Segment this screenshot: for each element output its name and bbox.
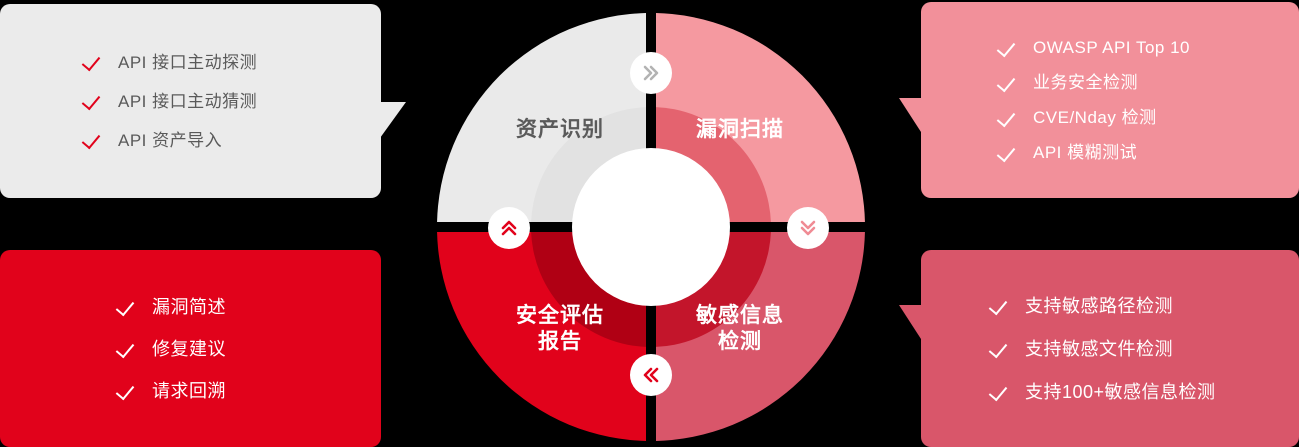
list-item-label: 支持敏感文件检测 bbox=[1025, 338, 1173, 359]
list-item: 支持敏感路径检测 bbox=[991, 296, 1299, 316]
list-item-label: API 接口主动猜测 bbox=[118, 91, 258, 111]
wheel-svg bbox=[437, 13, 865, 441]
chevron-down-glyph bbox=[800, 220, 816, 236]
check-icon bbox=[991, 382, 1011, 402]
double-chevron-left-icon[interactable] bbox=[630, 354, 672, 396]
list-item-label: API 资产导入 bbox=[118, 130, 223, 150]
list-item-label: 漏洞简述 bbox=[152, 296, 226, 317]
check-icon bbox=[999, 38, 1019, 58]
check-icon bbox=[118, 297, 138, 317]
list-item: API 资产导入 bbox=[84, 130, 381, 150]
list-item: CVE/Nday 检测 bbox=[999, 108, 1299, 128]
callout-tail bbox=[899, 305, 921, 339]
check-icon bbox=[999, 73, 1019, 93]
list-item-label: 请求回溯 bbox=[152, 380, 226, 401]
check-icon bbox=[84, 91, 104, 111]
security-report-list: 漏洞简述 修复建议 请求回溯 bbox=[118, 297, 381, 401]
vulnerability-scan-list: OWASP API Top 10 业务安全检测 CVE/Nday 检测 API … bbox=[999, 38, 1299, 163]
callout-tail bbox=[380, 102, 406, 138]
wheel-label-sensitive: 敏感信息 检测 bbox=[696, 304, 784, 354]
check-icon bbox=[991, 296, 1011, 316]
list-item: OWASP API Top 10 bbox=[999, 38, 1299, 58]
chevron-up-glyph bbox=[501, 220, 517, 236]
vulnerability-scan-card[interactable]: OWASP API Top 10 业务安全检测 CVE/Nday 检测 API … bbox=[899, 2, 1299, 198]
list-item-label: 支持100+敏感信息检测 bbox=[1025, 381, 1216, 402]
wheel-label-asset: 资产识别 bbox=[516, 118, 604, 141]
list-item: 支持敏感文件检测 bbox=[991, 339, 1299, 359]
check-icon bbox=[118, 339, 138, 359]
list-item-label: OWASP API Top 10 bbox=[1033, 38, 1190, 57]
list-item: 支持100+敏感信息检测 bbox=[991, 382, 1299, 402]
wheel-label-vuln: 漏洞扫描 bbox=[696, 118, 784, 141]
asset-identification-card[interactable]: API 接口主动探测 API 接口主动猜测 API 资产导入 bbox=[0, 4, 406, 198]
list-item-label: API 模糊测试 bbox=[1033, 143, 1138, 162]
sensitive-info-card[interactable]: 支持敏感路径检测 支持敏感文件检测 支持100+敏感信息检测 bbox=[899, 250, 1299, 447]
asset-identification-list: API 接口主动探测 API 接口主动猜测 API 资产导入 bbox=[84, 52, 381, 150]
double-chevron-up-icon[interactable] bbox=[488, 207, 530, 249]
sensitive-info-list: 支持敏感路径检测 支持敏感文件检测 支持100+敏感信息检测 bbox=[991, 296, 1299, 402]
double-chevron-right-icon[interactable] bbox=[630, 52, 672, 94]
list-item: 漏洞简述 bbox=[118, 297, 381, 317]
chevron-left-glyph bbox=[643, 367, 659, 383]
security-report-card[interactable]: 漏洞简述 修复建议 请求回溯 bbox=[0, 250, 381, 447]
check-icon bbox=[118, 381, 138, 401]
list-item: API 接口主动猜测 bbox=[84, 91, 381, 111]
lifecycle-wheel: 资产识别 漏洞扫描 安全评估 报告 敏感信息 检测 bbox=[437, 13, 865, 441]
list-item: API 模糊测试 bbox=[999, 143, 1299, 163]
check-icon bbox=[999, 143, 1019, 163]
callout-tail bbox=[899, 98, 921, 132]
list-item-label: CVE/Nday 检测 bbox=[1033, 108, 1157, 127]
double-chevron-down-icon[interactable] bbox=[787, 207, 829, 249]
list-item-label: 支持敏感路径检测 bbox=[1025, 295, 1173, 316]
wheel-label-report: 安全评估 报告 bbox=[516, 304, 604, 354]
check-icon bbox=[991, 339, 1011, 359]
list-item-label: 修复建议 bbox=[152, 338, 226, 359]
check-icon bbox=[84, 52, 104, 72]
list-item: API 接口主动探测 bbox=[84, 52, 381, 72]
check-icon bbox=[999, 108, 1019, 128]
check-icon bbox=[84, 130, 104, 150]
wheel-center-core bbox=[572, 148, 730, 306]
list-item: 请求回溯 bbox=[118, 381, 381, 401]
list-item: 业务安全检测 bbox=[999, 73, 1299, 93]
chevron-right-glyph bbox=[643, 65, 659, 81]
list-item-label: 业务安全检测 bbox=[1033, 73, 1138, 92]
list-item-label: API 接口主动探测 bbox=[118, 52, 258, 72]
list-item: 修复建议 bbox=[118, 339, 381, 359]
